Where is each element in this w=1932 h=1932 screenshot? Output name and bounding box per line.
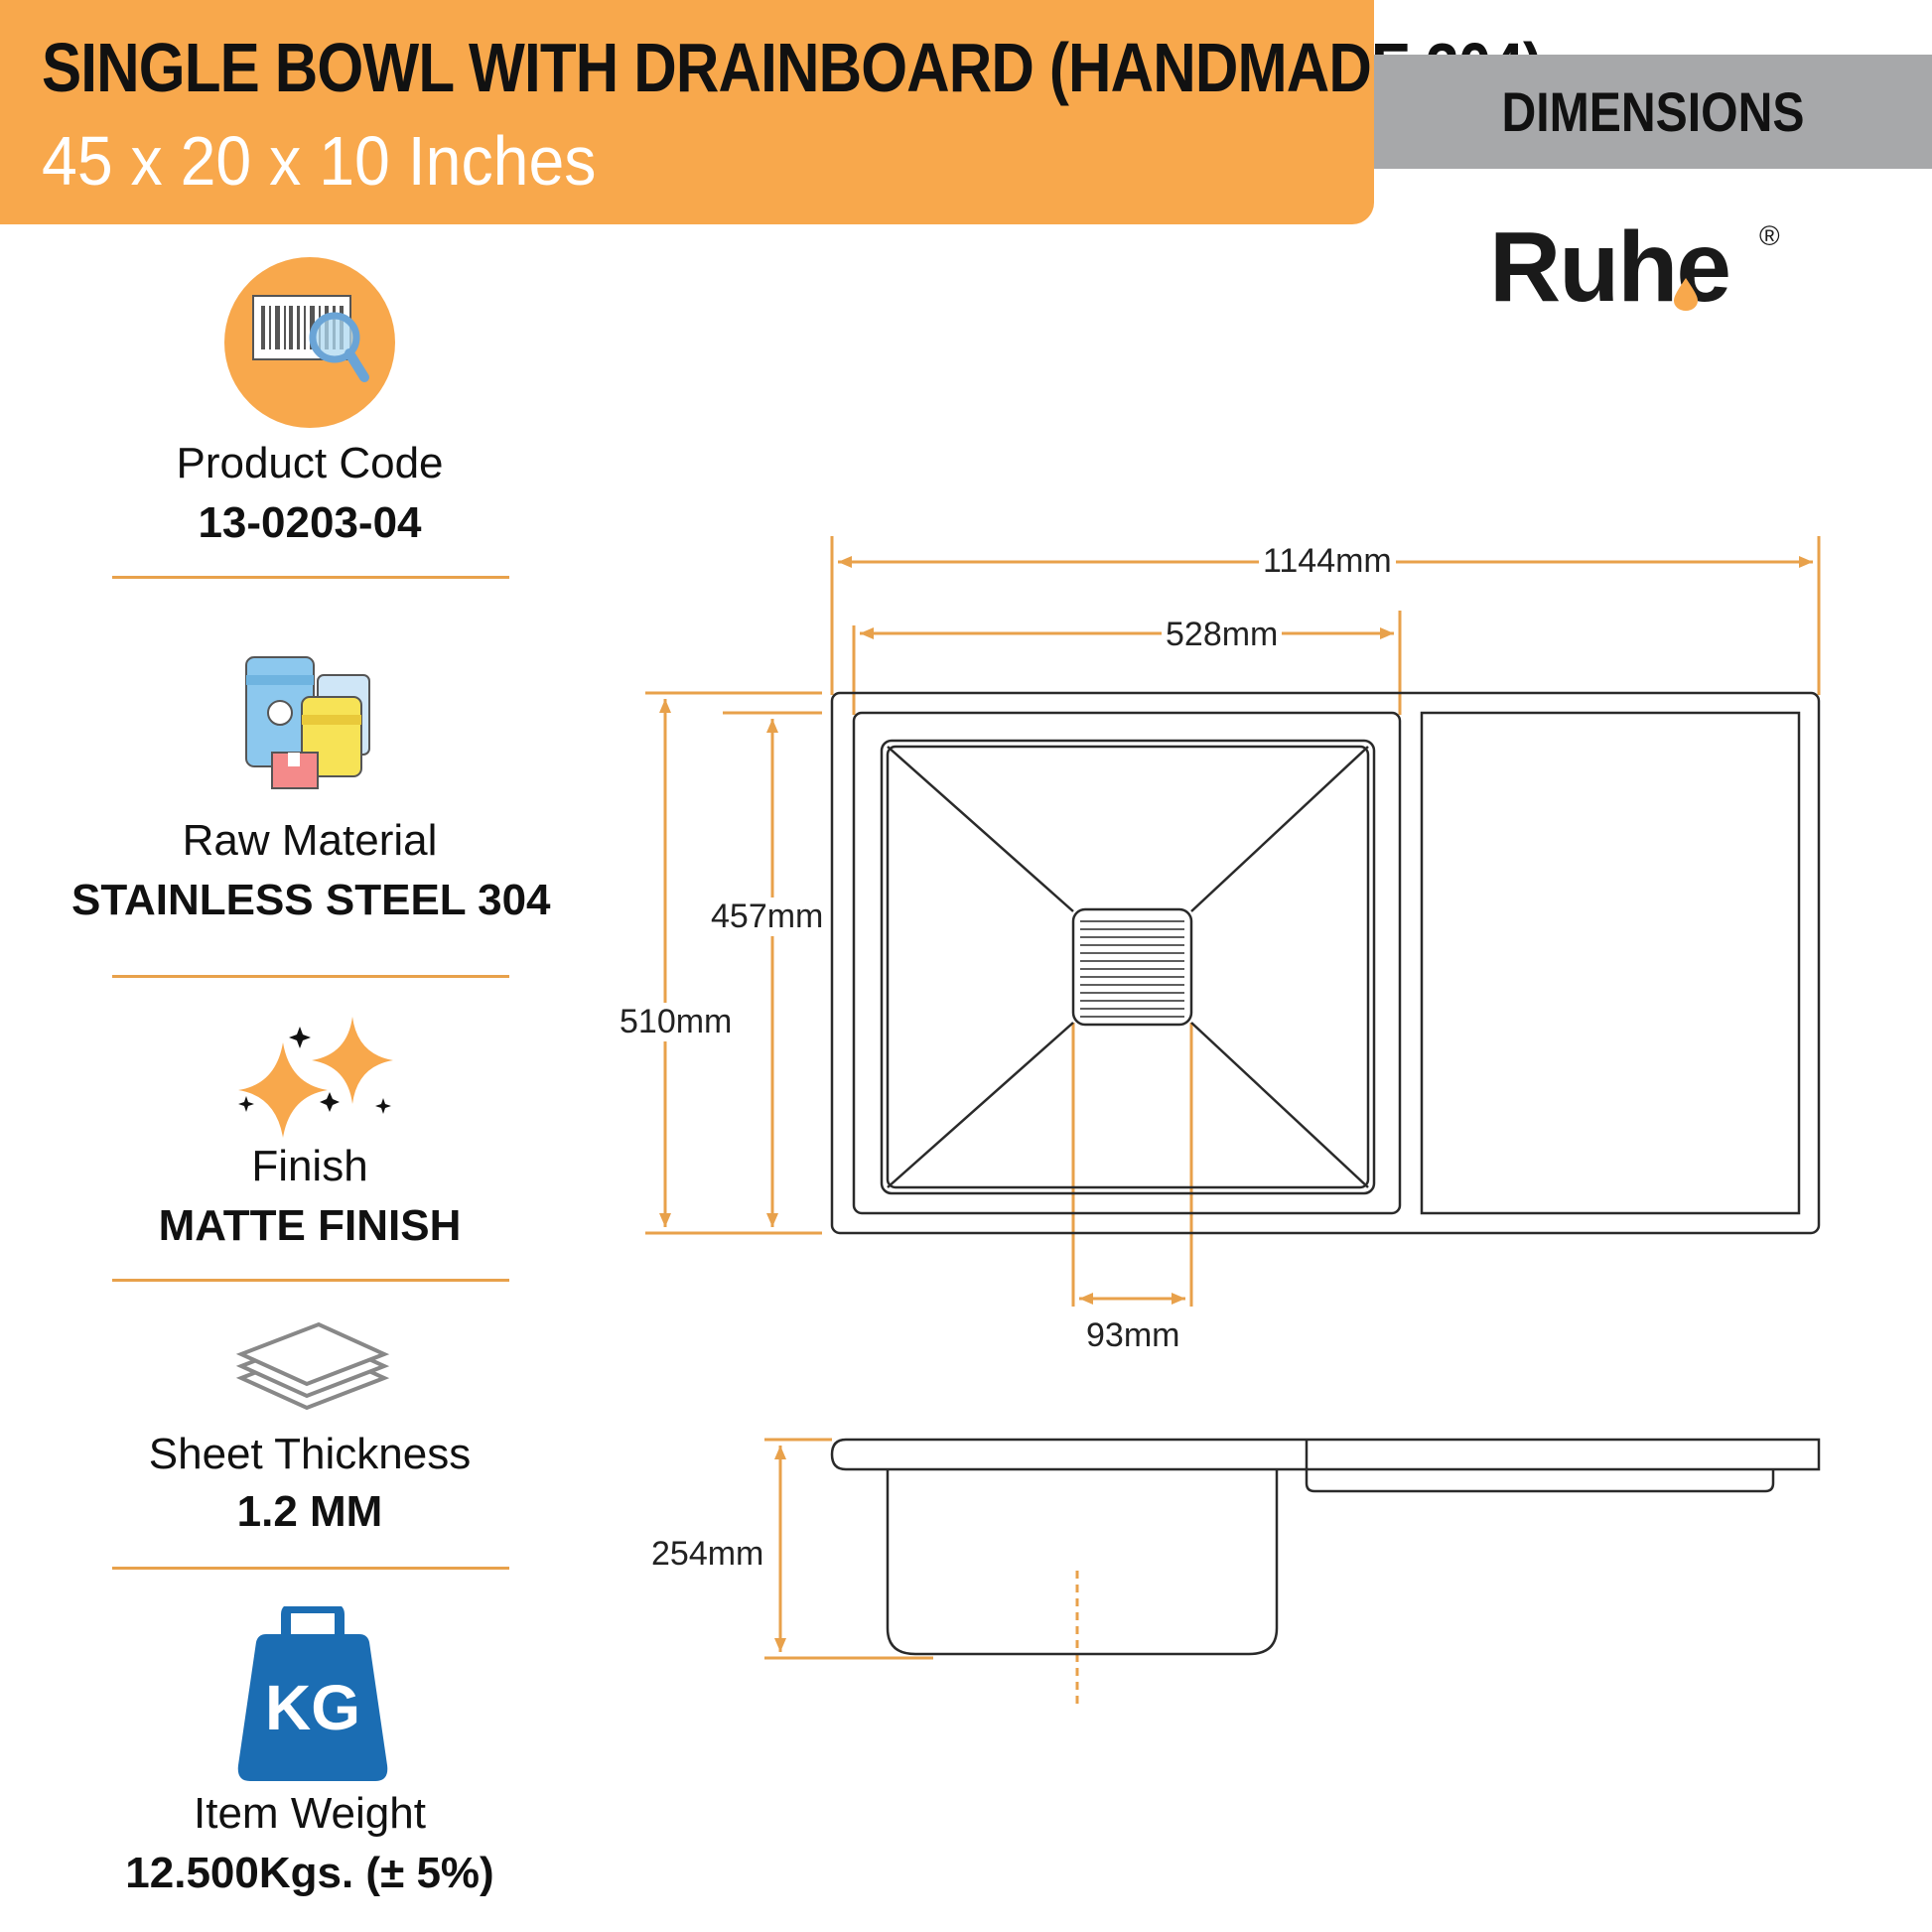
- barcode-magnifier-icon: [224, 257, 395, 428]
- dim-depth: 254mm: [647, 1535, 768, 1574]
- kg-text: KG: [265, 1672, 360, 1743]
- finish-label: Finish: [251, 1142, 368, 1190]
- sink-top-view: [830, 691, 1821, 1235]
- finish-value: MATTE FINISH: [158, 1201, 462, 1250]
- divider: [112, 1279, 509, 1282]
- product-title: SINGLE BOWL WITH DRAINBOARD (HANDMADE 30…: [42, 29, 1543, 106]
- title-banner: [0, 0, 1374, 224]
- sheet-thickness-label: Sheet Thickness: [148, 1430, 472, 1478]
- dimension-lines: [645, 536, 1821, 1710]
- raw-material-value: STAINLESS STEEL 304: [71, 876, 551, 924]
- product-code-value: 13-0203-04: [198, 498, 422, 547]
- dim-overall-length: 1144mm: [1259, 542, 1396, 581]
- sparkle-icon: [238, 1017, 393, 1138]
- kg-weight-icon: KG: [237, 1606, 388, 1781]
- drain-grille: [1080, 920, 1184, 1018]
- raw-material-label: Raw Material: [182, 816, 438, 865]
- sheet-thickness-value: 1.2 MM: [236, 1487, 383, 1536]
- product-code-label: Product Code: [176, 439, 444, 487]
- dimension-arrowheads: [659, 556, 1813, 1652]
- dim-bowl-width: 457mm: [707, 897, 828, 936]
- registered-mark: ®: [1759, 220, 1780, 251]
- material-barrels-icon: [245, 656, 370, 789]
- sink-side-view: [830, 1438, 1821, 1656]
- divider: [112, 1567, 509, 1570]
- item-weight-label: Item Weight: [194, 1789, 426, 1838]
- dimensions-tab-bg: [1374, 55, 1932, 169]
- dim-bowl-length: 528mm: [1162, 616, 1283, 654]
- divider: [112, 576, 509, 579]
- divider: [112, 975, 509, 978]
- dimensions-tab-label: DIMENSIONS: [1501, 80, 1805, 143]
- dim-overall-width: 510mm: [616, 1003, 737, 1041]
- stacked-sheets-icon: [235, 1321, 390, 1411]
- dim-drain-width: 93mm: [1082, 1316, 1184, 1355]
- item-weight-value: 12.500Kgs. (± 5%): [125, 1849, 494, 1897]
- drop-icon: [1674, 278, 1698, 311]
- product-size: 45 x 20 x 10 Inches: [42, 122, 597, 200]
